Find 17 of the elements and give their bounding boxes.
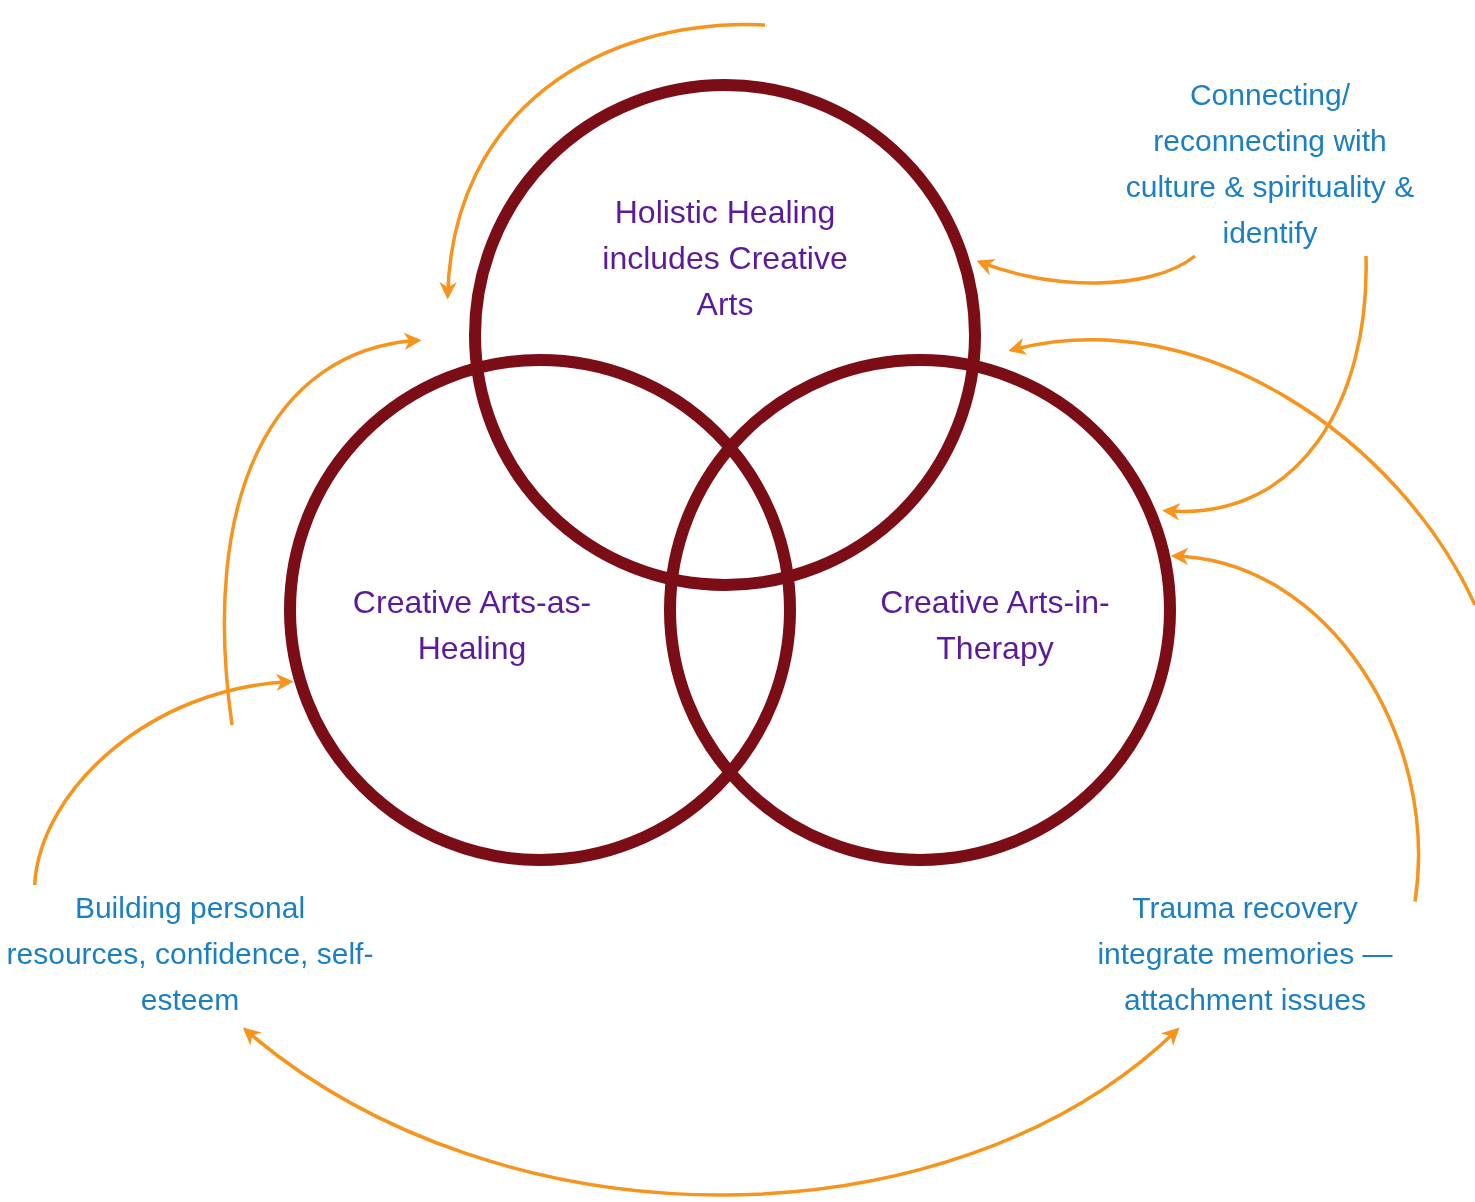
circle-label: Holistic Healing includes Creative Arts [601, 193, 849, 324]
arrow [440, 23, 765, 300]
arrow [32, 674, 294, 886]
arrow [1170, 548, 1421, 902]
arrow [1008, 338, 1475, 606]
arrow [242, 1027, 1180, 1197]
callout-text: Connecting/ reconnecting with culture & spirituality & identify [1120, 72, 1420, 256]
venn-circle [284, 354, 796, 866]
arrow [976, 254, 1196, 285]
circle-label: Creative Arts-in-Therapy [879, 583, 1111, 668]
arrow [1162, 255, 1368, 520]
circle-label: Creative Arts-as-Healing [352, 583, 592, 668]
venn-circle [664, 354, 1176, 866]
arrow [222, 333, 422, 726]
callout-text: Trauma recovery integrate memories — attachment issues [1075, 885, 1415, 1023]
callout-text: Building personal resources, confidence, self-esteem [5, 885, 375, 1023]
venn-circle [469, 79, 981, 591]
